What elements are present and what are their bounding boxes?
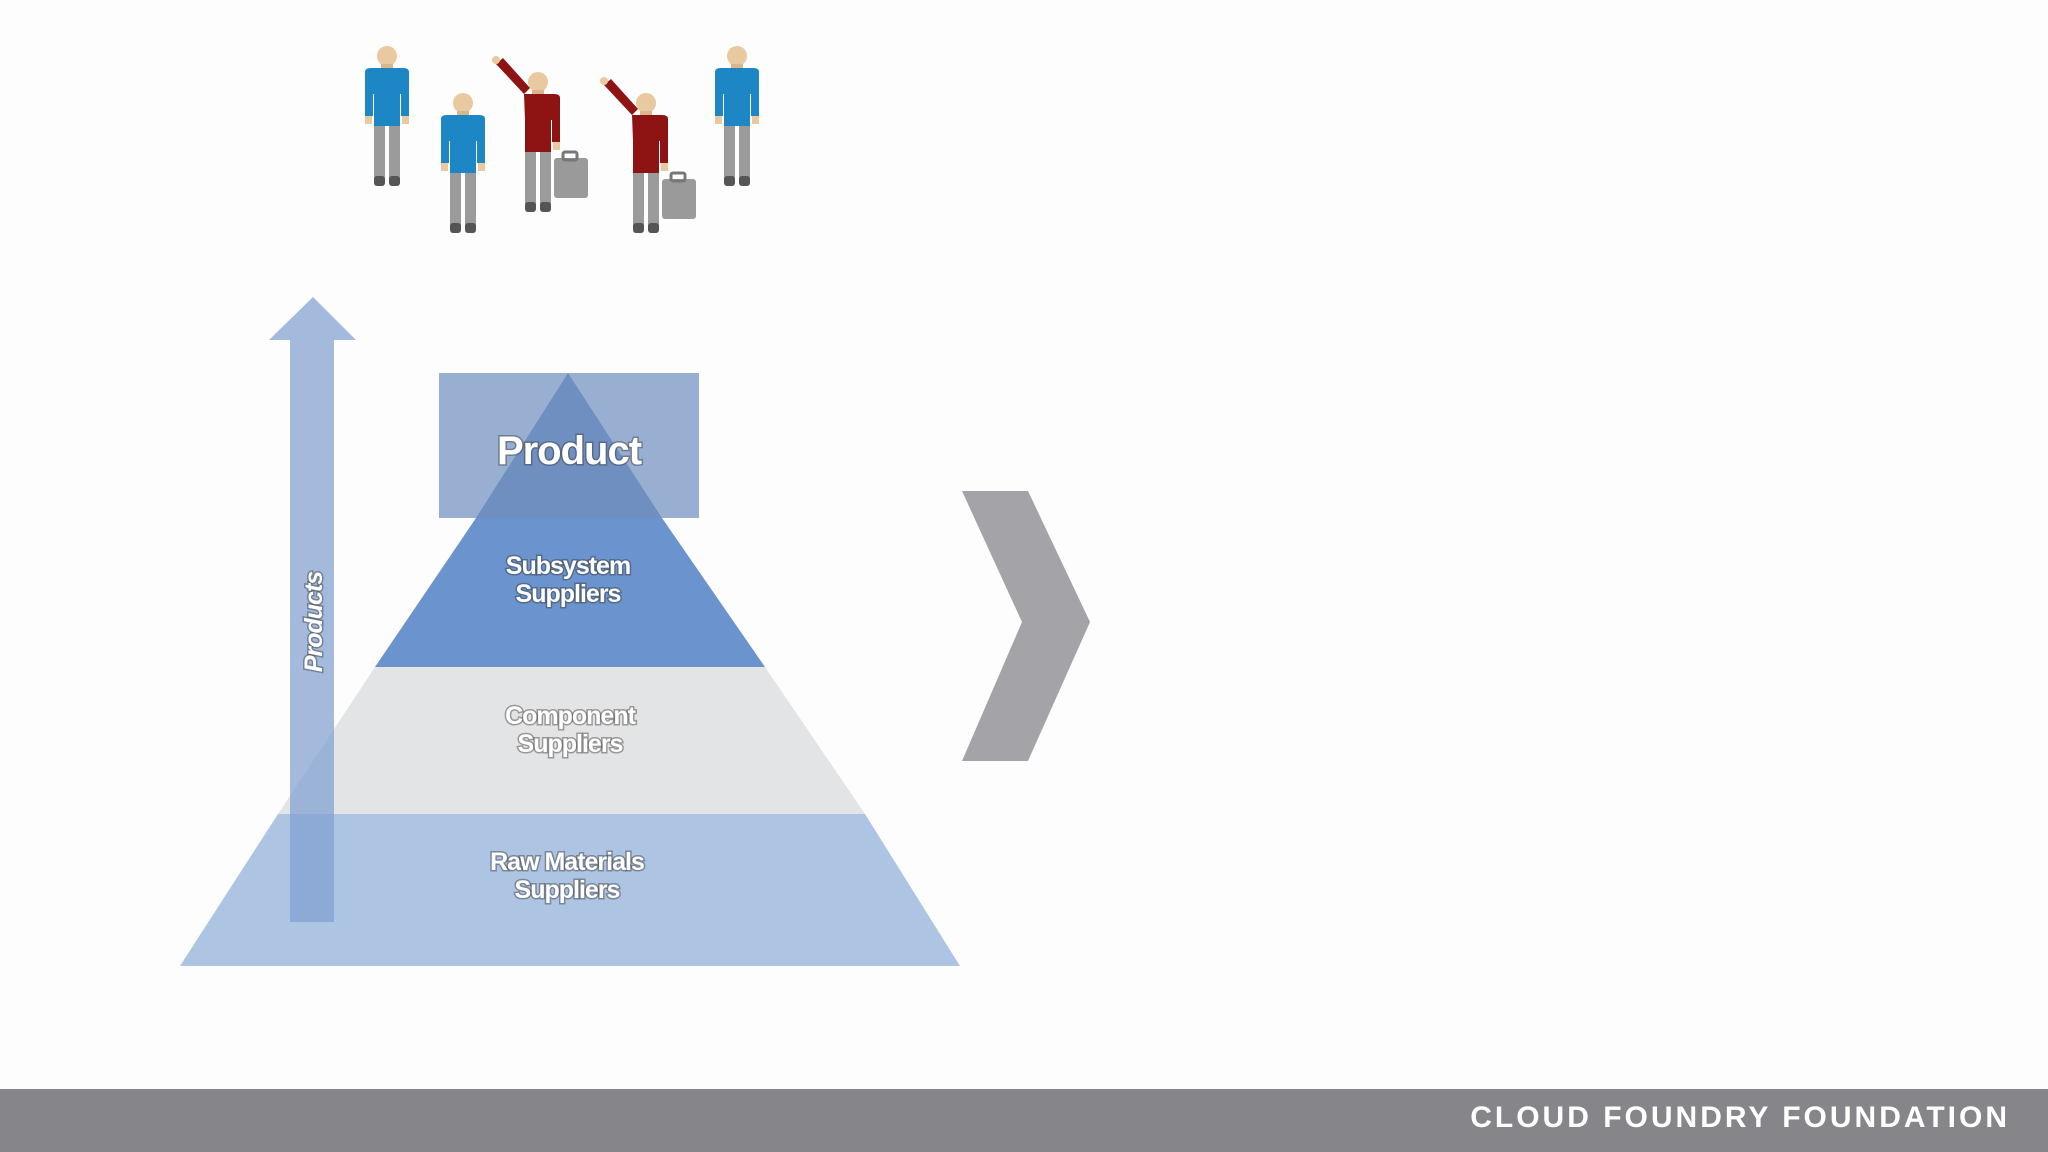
- tier-subsystem: [375, 518, 765, 667]
- raw-label-line1: Raw Materials: [490, 848, 644, 876]
- footer-bar: CLOUD FOUNDRY FOUNDATION: [0, 1089, 2048, 1152]
- component-label-line1: Component: [505, 702, 637, 730]
- tier-raw-materials: [180, 814, 960, 966]
- raw-label-line2: Suppliers: [515, 876, 620, 904]
- chevron-right-icon: [962, 491, 1090, 761]
- person-icon: [598, 75, 698, 235]
- products-flow-arrow: [269, 297, 356, 922]
- pyramid-diagram: Product Subsystem Suppliers Component Su…: [180, 46, 1090, 966]
- product-box: [439, 373, 699, 518]
- component-label-line2: Suppliers: [518, 730, 623, 758]
- customers-group: [365, 46, 759, 235]
- pyramid: [180, 373, 960, 966]
- subsystem-label-line2: Suppliers: [516, 580, 621, 608]
- products-arrow-label: Products: [300, 571, 328, 672]
- product-label: Product: [497, 429, 642, 473]
- person-icon: [441, 93, 485, 233]
- tier-component: [278, 667, 865, 814]
- person-icon: [715, 46, 759, 186]
- person-icon: [490, 54, 590, 214]
- person-icon: [365, 46, 409, 186]
- subsystem-label-line1: Subsystem: [506, 552, 630, 580]
- brand-name: CLOUD FOUNDRY FOUNDATION: [1470, 1101, 2010, 1134]
